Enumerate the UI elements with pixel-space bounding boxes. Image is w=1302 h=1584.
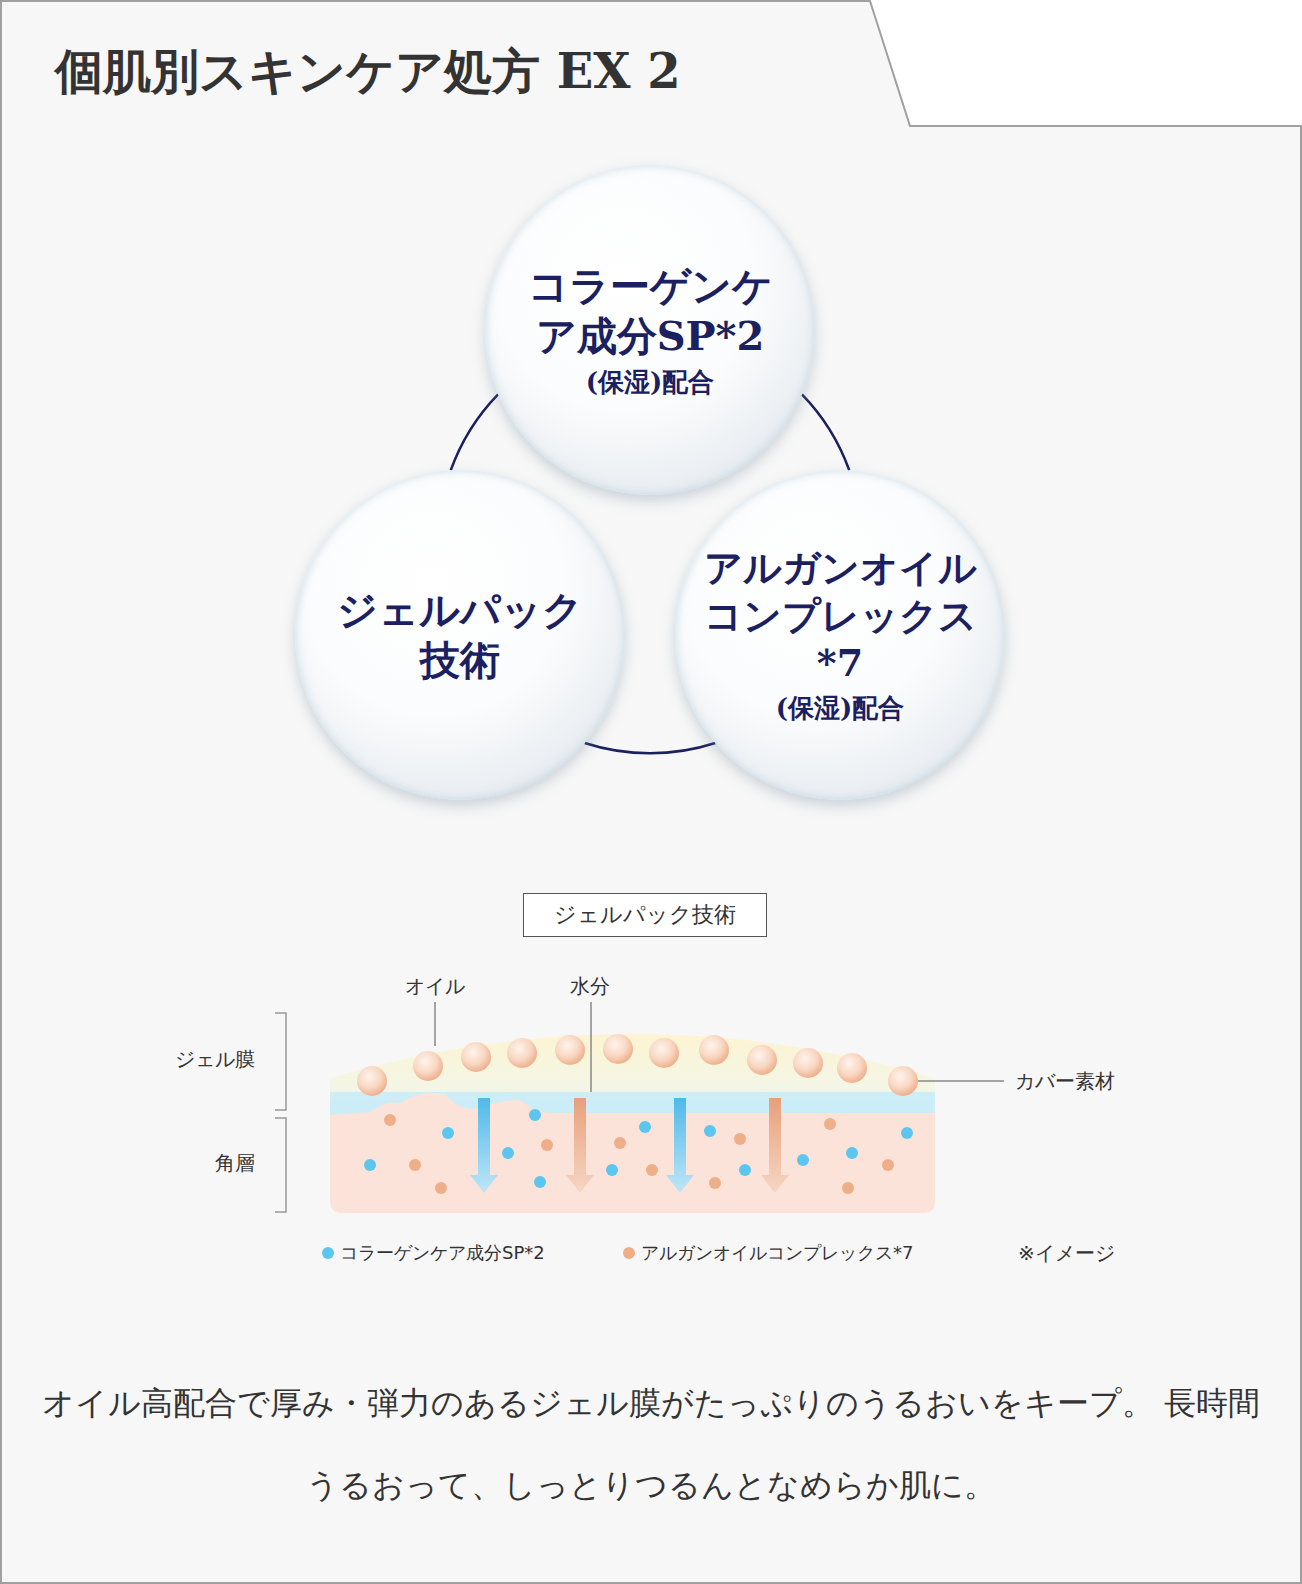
ring-connector — [585, 743, 716, 753]
node-subtext: (保湿)配合 — [586, 365, 715, 400]
oil-ball — [747, 1045, 777, 1075]
oil-ball — [555, 1035, 585, 1065]
legend-text: コラーゲンケア成分SP*2 — [340, 1241, 545, 1265]
ingredient-dot — [534, 1176, 546, 1188]
ingredient-dot — [704, 1125, 716, 1137]
oil-ball — [888, 1066, 918, 1096]
ingredient-dot — [882, 1159, 894, 1171]
caption: オイル高配合で厚み・弾力のあるジェル膜がたっぷりのうるおいをキープ。 長時間うる… — [41, 1362, 1261, 1526]
oil-ball — [793, 1048, 823, 1078]
ingredient-dot — [842, 1182, 854, 1194]
oil-ball — [699, 1035, 729, 1065]
leader-line — [434, 1002, 436, 1046]
ingredient-dot — [442, 1127, 454, 1139]
oil-ball — [837, 1053, 867, 1083]
bracket — [275, 1118, 286, 1212]
ingredient-dot — [435, 1182, 447, 1194]
legend-item: コラーゲンケア成分SP*2 — [322, 1241, 545, 1265]
legend-text: アルガンオイルコンプレックス*7 — [641, 1241, 913, 1265]
node-heading: ジェルパック技術 — [335, 585, 585, 685]
oil-ball — [461, 1042, 491, 1072]
ring-connector — [451, 394, 498, 470]
diagram-label: 水分 — [570, 973, 610, 1000]
ingredient-dot — [409, 1159, 421, 1171]
diagram-label: オイル — [405, 973, 465, 1000]
page-title: 個肌別スキンケア処方 EX 2 — [55, 40, 681, 104]
penetration-arrow — [470, 1098, 498, 1193]
oil-ball — [649, 1038, 679, 1068]
diagram-label: 角層 — [215, 1150, 255, 1177]
ingredient-circle: アルガンオイルコンプレックス*7 (保湿)配合 — [675, 470, 1005, 800]
legend-item: アルガンオイルコンプレックス*7 — [623, 1241, 913, 1265]
ingredient-dot — [846, 1147, 858, 1159]
diagram-label: ※イメージ — [1018, 1240, 1115, 1267]
ingredient-dot — [639, 1121, 651, 1133]
label-box: ジェルパック技術 — [523, 893, 767, 937]
ring-connector — [802, 394, 849, 470]
oil-ball — [413, 1051, 443, 1081]
ingredient-dot — [364, 1159, 376, 1171]
diagram-label: カバー素材 — [1015, 1068, 1115, 1095]
ingredient-dot — [541, 1139, 553, 1151]
leader-line — [918, 1080, 1004, 1082]
ingredient-dot — [384, 1114, 396, 1126]
ingredient-circle: ジェルパック技術 — [295, 470, 625, 800]
bracket — [275, 1013, 286, 1110]
ingredient-dot — [797, 1154, 809, 1166]
ingredient-dot — [734, 1133, 746, 1145]
penetration-arrow — [761, 1098, 789, 1193]
penetration-arrow — [566, 1098, 594, 1193]
legend-swatch — [623, 1247, 635, 1259]
ingredient-dot — [606, 1164, 618, 1176]
legend-swatch — [322, 1247, 334, 1259]
ingredient-dot — [824, 1118, 836, 1130]
oil-ball — [603, 1034, 633, 1064]
node-heading: コラーゲンケア成分SP*2 — [525, 261, 775, 361]
node-heading: アルガンオイルコンプレックス*7 — [700, 544, 980, 687]
penetration-arrow — [666, 1098, 694, 1193]
oil-ball — [357, 1066, 387, 1096]
node-subtext: (保湿)配合 — [776, 691, 905, 726]
diagram-label: ジェル膜 — [175, 1046, 255, 1073]
ingredient-dot — [646, 1164, 658, 1176]
leader-line — [590, 1002, 592, 1092]
ingredient-dot — [502, 1147, 514, 1159]
ingredient-dot — [739, 1164, 751, 1176]
skin-surface — [330, 1093, 935, 1118]
ingredient-dot — [614, 1137, 626, 1149]
node-heading: ジェルパック技術 — [554, 900, 736, 930]
ingredient-circle: コラーゲンケア成分SP*2 (保湿)配合 — [485, 165, 815, 495]
oil-ball — [507, 1038, 537, 1068]
ingredient-dot — [901, 1127, 913, 1139]
ingredient-dot — [529, 1109, 541, 1121]
ingredient-dot — [709, 1177, 721, 1189]
